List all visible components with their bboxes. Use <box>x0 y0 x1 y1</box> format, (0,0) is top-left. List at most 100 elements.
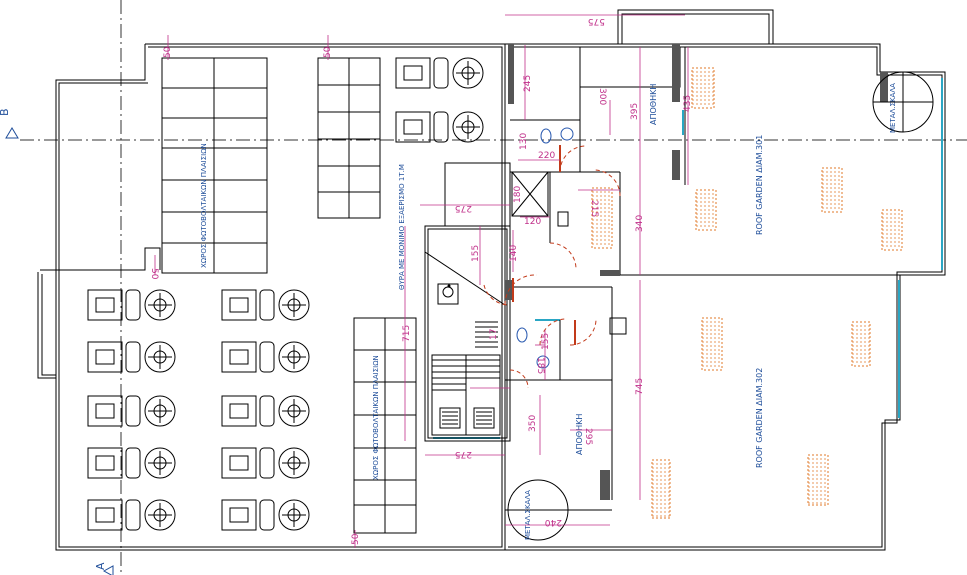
hvac-unit-panel <box>403 65 423 81</box>
dim-245: 245 <box>523 75 533 92</box>
hvac-unit-panel <box>95 507 115 523</box>
sanitary-fixtures <box>516 127 574 369</box>
pv-panel-grid-top-middle <box>317 57 381 219</box>
dim-50-b: 50 <box>323 46 333 58</box>
dim-17: 17 <box>489 329 499 340</box>
hvac-unit-box <box>221 499 257 531</box>
hvac-fan <box>278 341 310 373</box>
hvac-unit-duct <box>125 289 141 321</box>
hvac-unit-duct <box>125 395 141 427</box>
hvac-fan <box>278 395 310 427</box>
dimension-lines <box>154 14 689 548</box>
hvac-fan <box>278 499 310 531</box>
planter-hatch <box>701 317 723 371</box>
dim-395: 395 <box>630 103 640 120</box>
hvac-unit-duct <box>259 341 275 373</box>
hvac-unit-panel <box>95 297 115 313</box>
hvac-unit-duct <box>125 447 141 479</box>
dim-140: 140 <box>509 245 519 262</box>
dim-275-bottom: 275 <box>455 449 472 459</box>
dim-745: 745 <box>635 378 645 395</box>
axis-label-a: A <box>94 562 107 570</box>
door-swings <box>483 145 621 389</box>
hvac-fan-cross <box>148 293 172 317</box>
hvac-unit-duct <box>259 447 275 479</box>
hvac-unit-box <box>221 341 257 373</box>
dim-185: 185 <box>535 357 545 374</box>
pv-area-label-bottom: ΧΩΡΟΣ ΦΩΤΟΒΟΛΤΑΙΚΩΝ ΠΛΑΙΣΙΩΝ <box>372 355 380 480</box>
dim-350: 350 <box>528 415 538 432</box>
dim-120: 120 <box>524 217 541 227</box>
axis-label-b: B <box>0 108 11 116</box>
planter-hatch <box>651 459 671 519</box>
hvac-unit-box <box>87 499 123 531</box>
hvac-fan-cross <box>148 451 172 475</box>
hvac-unit-panel <box>229 455 249 471</box>
hvac-unit-panel <box>229 507 249 523</box>
hvac-fan-cross <box>282 345 306 369</box>
hvac-unit-box <box>395 111 431 143</box>
hvac-fan <box>144 341 176 373</box>
hvac-fan-cross <box>148 345 172 369</box>
dim-715: 715 <box>402 325 412 342</box>
hvac-fan <box>278 447 310 479</box>
hvac-fan <box>144 395 176 427</box>
interior-walls <box>505 46 945 511</box>
hvac-unit-duct <box>125 341 141 373</box>
building-outline <box>37 9 946 551</box>
hvac-fan <box>144 447 176 479</box>
dim-215: 215 <box>589 200 599 217</box>
hvac-unit-box <box>87 447 123 479</box>
dim-340: 340 <box>635 215 645 232</box>
dim-575: 575 <box>588 16 605 26</box>
metal-stair-label-top: ΜΕΤΑΛ.ΣΚΑΛΑ <box>889 83 897 133</box>
dim-155-b: 155 <box>541 333 551 350</box>
dim-275-top: 275 <box>455 203 472 213</box>
dim-240: 240 <box>545 517 562 527</box>
metal-stair-label-bottom: ΜΕΤΑΛ.ΣΚΑΛΑ <box>524 490 532 540</box>
planter-hatch <box>591 187 613 249</box>
dim-50-c: 50 <box>149 268 159 280</box>
planter-hatch <box>821 167 843 213</box>
wall-hatching <box>505 44 888 500</box>
room-label-roof-garden-302: ROOF GARDEN ΔΙΑΜ.302 <box>755 368 764 468</box>
door-fire-label: ΘΥΡΑ ΜΕ ΜΟΝΙΜΟ ΕΞΑΕΡΙΣΜΟ 1Τ.Μ <box>398 164 406 290</box>
dim-300: 300 <box>597 88 607 105</box>
metal-stair-top <box>872 71 934 133</box>
hvac-unit-panel <box>95 403 115 419</box>
planter-hatch <box>807 454 829 506</box>
accessibility-icon <box>437 283 459 305</box>
dim-155: 155 <box>471 245 481 262</box>
hvac-unit-panel <box>229 297 249 313</box>
hvac-unit-duct <box>259 289 275 321</box>
metal-stair-bottom <box>507 479 569 541</box>
dim-435: 435 <box>683 95 693 112</box>
hvac-unit-box <box>221 395 257 427</box>
axis-marker-b <box>5 127 19 139</box>
hvac-unit-box <box>395 57 431 89</box>
hvac-unit-panel <box>229 349 249 365</box>
room-label-storage-bottom: ΑΠΟΘΗΚΗ <box>575 414 584 455</box>
pv-area-label-top: ΧΩΡΟΣ ΦΩΤΟΒΟΛΤΑΙΚΩΝ ΠΛΑΙΣΙΩΝ <box>200 143 208 268</box>
room-label-roof-garden-301: ROOF GARDEN ΔΙΑΜ.301 <box>755 135 764 235</box>
hvac-fan <box>144 289 176 321</box>
hvac-unit-box <box>87 395 123 427</box>
hvac-unit-duct <box>433 111 449 143</box>
hvac-unit-box <box>221 447 257 479</box>
dim-295: 295 <box>583 428 593 445</box>
pv-panel-grid-bottom <box>353 317 417 534</box>
hvac-unit-duct <box>433 57 449 89</box>
planter-hatch <box>851 321 871 367</box>
hvac-unit-panel <box>403 119 423 135</box>
hvac-fan-cross <box>282 503 306 527</box>
hvac-unit-box <box>87 341 123 373</box>
room-label-storage-top: ΑΠΟΘΗΚΗ <box>649 84 658 125</box>
dim-220: 220 <box>538 151 555 161</box>
dimension-texts: 575 245 395 435 300 220 130 275 180 215 … <box>149 16 693 545</box>
hvac-fan-cross <box>456 61 480 85</box>
hvac-units <box>87 57 484 531</box>
hvac-fan <box>278 289 310 321</box>
hvac-unit-panel <box>95 455 115 471</box>
hvac-fan-cross <box>148 503 172 527</box>
